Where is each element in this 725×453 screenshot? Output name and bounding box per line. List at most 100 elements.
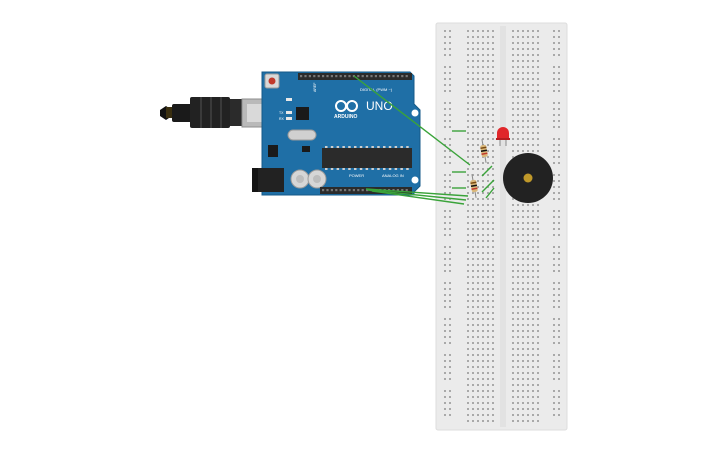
breadboard-hole [444,36,446,38]
breadboard-hole [517,132,519,134]
breadboard-hole [482,372,484,374]
breadboard-hole [472,378,474,380]
breadboard-hole [444,270,446,272]
breadboard-hole [527,132,529,134]
breadboard-hole [467,276,469,278]
usb-cable-icon[interactable] [160,97,277,128]
breadboard-hole [487,84,489,86]
arduino-uno-board[interactable]: AREF DIGITAL (PWM ~) ARDUINO UNO TX RX O… [252,71,421,196]
breadboard-hole [477,372,479,374]
breadboard-hole [512,348,514,350]
led-red[interactable] [496,127,510,146]
breadboard-hole [467,42,469,44]
breadboard-hole [487,228,489,230]
breadboard-hole [522,318,524,320]
breadboard-hole [537,408,539,410]
breadboard-hole [477,384,479,386]
breadboard-hole [449,318,451,320]
breadboard-hole [444,156,446,158]
wire-buzzer-1[interactable] [481,165,493,177]
wire-buzzer-2[interactable] [481,179,495,193]
breadboard-hole [517,252,519,254]
breadboard-hole [487,378,489,380]
breadboard-hole [492,330,494,332]
breadboard-hole [527,348,529,350]
breadboard-hole [522,84,524,86]
breadboard-hole [449,216,451,218]
breadboard-hole [537,384,539,386]
breadboard-hole [512,126,514,128]
breadboard-hole [522,66,524,68]
breadboard-hole [553,78,555,80]
breadboard-hole [558,372,560,374]
breadboard-hole [512,78,514,80]
resistor-1[interactable] [479,139,489,164]
breadboard-hole [492,336,494,338]
breadboard-hole [487,252,489,254]
breadboard-hole [482,354,484,356]
breadboard-hole [444,354,446,356]
breadboard-hole [467,264,469,266]
header-pin [388,75,391,78]
wire-d7-to-breadboard[interactable] [353,75,471,166]
breadboard-hole [482,258,484,260]
wire-power-3[interactable] [365,188,469,197]
breadboard-hole [482,264,484,266]
breadboard-hole [477,288,479,290]
breadboard-hole [444,300,446,302]
digital-pins[interactable] [300,75,408,78]
breadboard-hole [512,120,514,122]
wires[interactable] [353,75,495,205]
breadboard-hole [477,312,479,314]
breadboard-hole [487,174,489,176]
breadboard-hole [449,234,451,236]
breadboard-hole [537,354,539,356]
breadboard-hole [558,336,560,338]
resistor-2[interactable] [469,174,479,199]
breadboard-hole [558,150,560,152]
led-l [286,98,292,101]
breadboard-hole [492,168,494,170]
breadboard-hole [522,78,524,80]
breadboard-hole [449,264,451,266]
breadboard-hole [449,186,451,188]
breadboard-hole [532,294,534,296]
header-pin [308,75,311,78]
breadboard-hole [492,276,494,278]
breadboard-hole [522,210,524,212]
breadboard-hole [522,336,524,338]
header-pin [396,189,399,192]
breadboard-hole [527,354,529,356]
breadboard-hole [532,402,534,404]
piezo-buzzer[interactable] [503,153,553,203]
breadboard-hole [558,264,560,266]
breadboard-hole [487,264,489,266]
breadboard-hole [467,228,469,230]
dc-jack-icon[interactable] [252,168,284,192]
breadboard-hole [517,300,519,302]
breadboard-hole [558,42,560,44]
breadboard-hole [492,270,494,272]
breadboard-hole [482,228,484,230]
wire-power-2[interactable] [371,190,465,205]
breadboard-hole [537,204,539,206]
breadboard-hole [527,30,529,32]
wire-power-1[interactable] [367,189,467,201]
breadboard-hole [537,318,539,320]
breadboard-hole [537,48,539,50]
breadboard-hole [522,420,524,422]
breadboard-hole [512,66,514,68]
breadboard-hole [472,270,474,272]
wire-buzzer-3[interactable] [485,187,495,199]
breadboard-hole [517,48,519,50]
arduino-logo: ARDUINO UNO [334,99,393,120]
reset-button-icon[interactable] [264,73,280,89]
breadboard-hole [477,252,479,254]
breadboard-hole [537,342,539,344]
breadboard-hole [492,408,494,410]
breadboard-hole [517,282,519,284]
breadboard-hole [467,348,469,350]
breadboard[interactable] [435,22,568,431]
breadboard-hole [517,78,519,80]
